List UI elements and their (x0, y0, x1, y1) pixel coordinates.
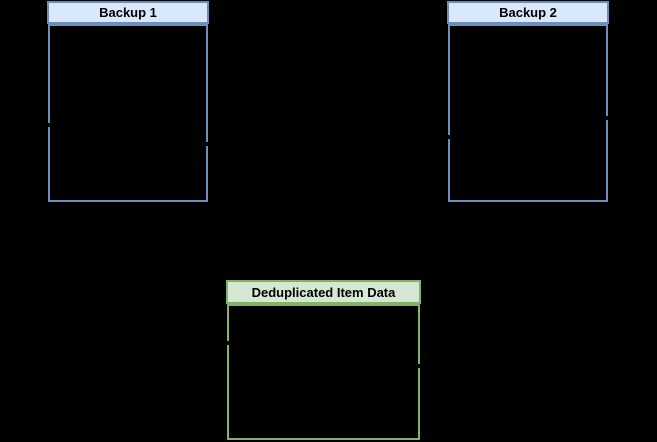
connector-stub-backup2-right (603, 116, 611, 120)
connector-stub-backup1-left (45, 123, 53, 127)
backup2-content-area (448, 24, 608, 202)
connector-stub-dedup-left (224, 341, 232, 345)
connector-stub-backup2-left (445, 135, 453, 139)
backup2-title-bar: Backup 2 (447, 1, 609, 24)
backup1-title-label: Backup 1 (99, 5, 157, 20)
backup1-content-area (48, 24, 208, 202)
backup2-title-label: Backup 2 (499, 5, 557, 20)
connector-stub-backup1-right (203, 142, 211, 146)
dedup-content-area (227, 304, 420, 440)
backup1-title-bar: Backup 1 (47, 1, 209, 24)
dedup-title-label: Deduplicated Item Data (251, 284, 396, 300)
dedup-title-bar: Deduplicated Item Data (226, 280, 421, 304)
connector-stub-dedup-right (415, 364, 423, 368)
